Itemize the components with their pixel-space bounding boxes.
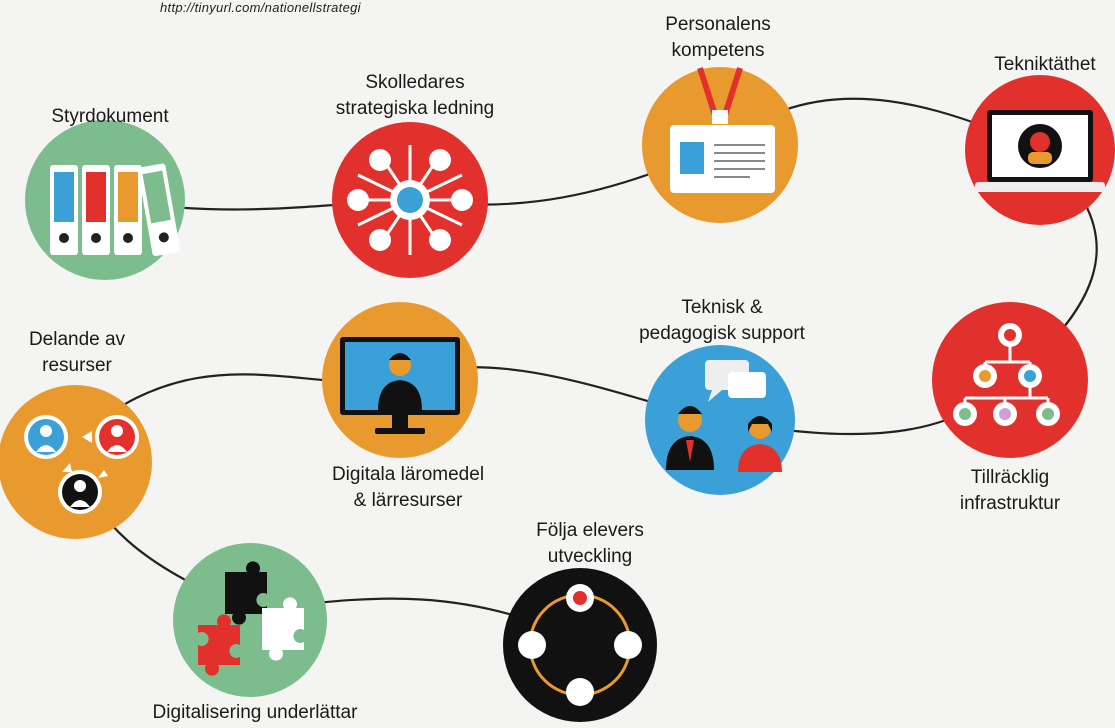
node-personalens bbox=[642, 67, 798, 223]
puzzle-icon bbox=[198, 561, 304, 676]
label-infrastruktur: Tillräcklig infrastruktur bbox=[959, 467, 1061, 514]
label-skolledares: Skolledares strategiska ledning bbox=[335, 72, 495, 119]
laptop-video-icon bbox=[975, 110, 1105, 192]
node-laromedel bbox=[322, 302, 478, 458]
connector-path bbox=[73, 97, 1098, 641]
label-support: Teknisk & pedagogisk support bbox=[639, 297, 805, 344]
node-support bbox=[645, 345, 795, 495]
node-tekniktathet bbox=[965, 75, 1115, 225]
source-url: http://tinyurl.com/nationellstrategi bbox=[160, 0, 361, 15]
node-delande bbox=[0, 385, 152, 539]
support-people-icon bbox=[666, 360, 782, 472]
node-digitalisering bbox=[173, 543, 327, 697]
node-skolledares bbox=[332, 122, 488, 278]
label-styrdokument: Styrdokument bbox=[51, 106, 169, 127]
label-digitalisering: Digitalisering underlättar bbox=[152, 702, 358, 723]
id-badge-icon bbox=[670, 67, 775, 193]
hierarchy-icon bbox=[953, 323, 1060, 426]
node-styrdokument bbox=[25, 120, 185, 280]
monitor-teacher-icon bbox=[340, 337, 460, 434]
binders-icon bbox=[50, 163, 181, 257]
label-delande: Delande av resurser bbox=[28, 329, 126, 376]
label-tekniktathet: Tekniktäthet bbox=[994, 54, 1096, 75]
label-personalens: Personalens kompetens bbox=[665, 14, 771, 61]
label-folja: Följa elevers utveckling bbox=[536, 520, 644, 567]
share-users-icon bbox=[24, 415, 139, 514]
cycle-icon bbox=[518, 584, 642, 706]
node-folja bbox=[503, 568, 657, 722]
label-laromedel: Digitala läromedel & lärresurser bbox=[331, 464, 485, 511]
node-infrastruktur bbox=[932, 302, 1088, 458]
